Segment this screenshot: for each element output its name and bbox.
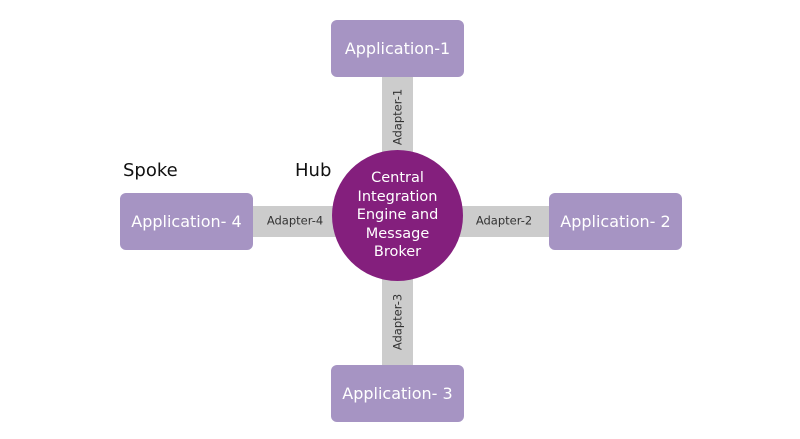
application-1-label: Application-1: [344, 39, 451, 58]
hub-tag: Hub: [295, 160, 332, 181]
connector-app4-hub: [252, 206, 336, 237]
hub-label: Central Integration Engine and Message B…: [356, 170, 439, 261]
central-hub: Central Integration Engine and Message B…: [332, 150, 463, 281]
application-3-box: Application- 3: [331, 365, 464, 422]
adapter-2-label: Adapter-2: [475, 213, 533, 228]
connector-app2-hub: [459, 206, 551, 237]
application-1-box: Application-1: [331, 20, 464, 77]
application-2-label: Application- 2: [560, 212, 671, 231]
connector-app1-hub: [382, 76, 413, 154]
application-4-box: Application- 4: [120, 193, 253, 250]
connector-app3-hub: [382, 277, 413, 366]
spoke-tag: Spoke: [123, 160, 178, 181]
application-2-box: Application- 2: [549, 193, 682, 250]
adapter-1-label: Adapter-1: [390, 88, 405, 146]
application-4-label: Application- 4: [131, 212, 242, 231]
adapter-3-label: Adapter-3: [390, 293, 405, 351]
adapter-4-label: Adapter-4: [266, 213, 324, 228]
application-3-label: Application- 3: [342, 384, 453, 403]
